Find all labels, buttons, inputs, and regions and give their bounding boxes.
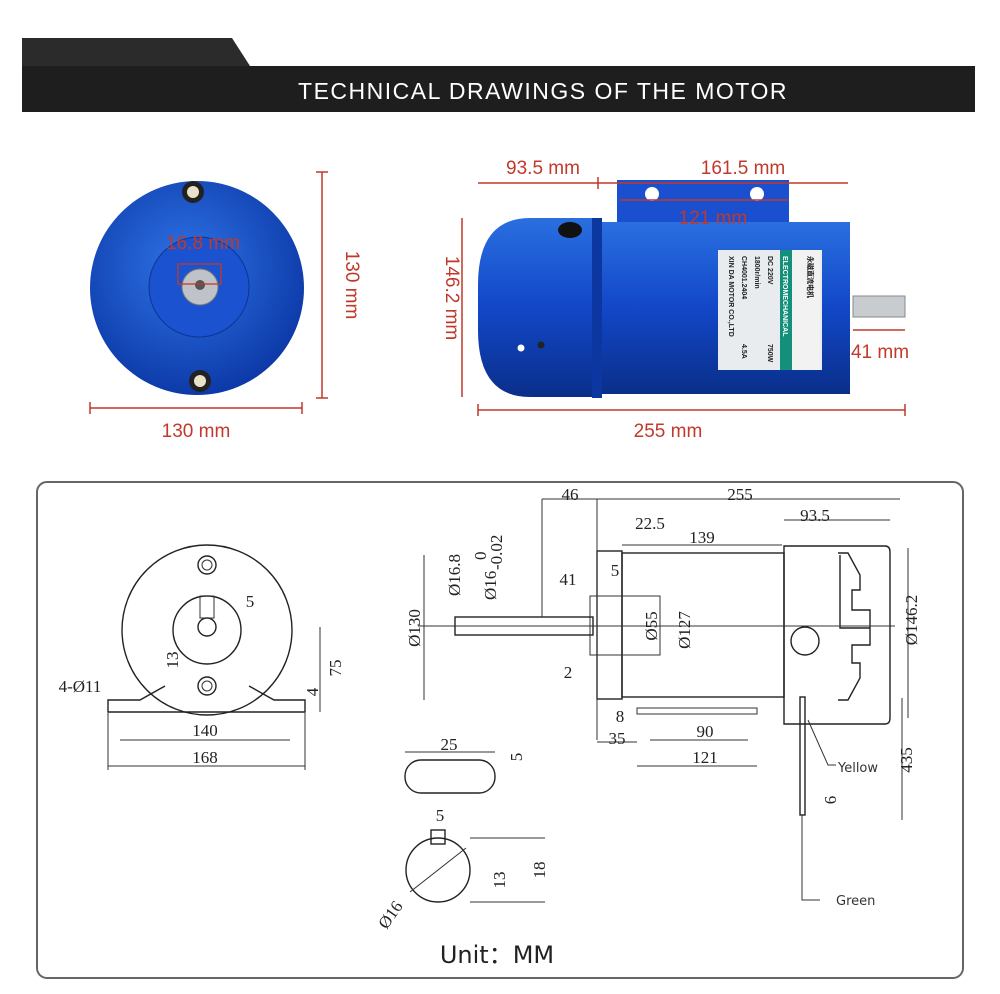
front-holes-dim: 4-Ø11 — [59, 677, 102, 696]
front-w140-dim: 140 — [192, 721, 218, 740]
side-d8-dim: 8 — [616, 707, 625, 726]
side-tol-lower: -0.02 — [487, 535, 506, 570]
header-banner: TECHNICAL DRAWINGS OF THE MOTOR — [22, 38, 975, 112]
shaft-h18-dim: 18 — [530, 862, 549, 879]
side-dia55-dim: Ø55 — [642, 611, 661, 640]
wire-green-label: Green — [836, 894, 875, 909]
motor-front-photo: 16.8 mm 130 mm 130 mm — [89, 171, 362, 442]
side-bracket-dim: 121 mm — [679, 208, 748, 229]
cad-key-view: 25 5 — [404, 735, 526, 794]
side-d6-dim: 6 — [821, 796, 840, 805]
shaft-key-dim: 5 — [436, 806, 445, 825]
cad-front-view: 5 13 75 4 4-Ø11 140 168 — [59, 544, 345, 770]
key-width-dim: 5 — [507, 753, 526, 762]
header-title: TECHNICAL DRAWINGS OF THE MOTOR — [298, 78, 788, 104]
side-dia130-dim: Ø130 — [405, 609, 424, 647]
side-rear-dim: 93.5 mm — [506, 158, 580, 179]
front-key-dim: 5 — [246, 592, 255, 611]
side-d435-dim: 435 — [897, 747, 916, 773]
front-h13-dim: 13 — [163, 652, 182, 669]
front-h75-dim: 75 — [326, 660, 345, 677]
side-d46-dim: 46 — [562, 485, 579, 504]
side-dia16-8-dim: Ø16.8 — [445, 554, 464, 596]
nameplate-subtitle: ELECTROMECHANICAL — [781, 256, 788, 337]
cad-side-view: 46 255 22.5 139 93.5 Ø16.8 Ø16 0 -0.02 4… — [405, 485, 921, 909]
side-tol-upper: 0 — [471, 552, 490, 561]
front-height-dim: 130 mm — [341, 251, 362, 320]
side-dia146-2-dim: Ø146.2 — [902, 595, 921, 646]
nameplate-speed: 1800r/min — [753, 256, 760, 289]
nameplate-model: CH4001.2404 — [740, 256, 747, 299]
side-d41-dim: 41 — [560, 570, 577, 589]
side-d255-dim: 255 — [727, 485, 753, 504]
side-d139-dim: 139 — [689, 528, 715, 547]
cad-shaft-section: 5 13 18 Ø16 — [374, 806, 549, 932]
side-height-dim: 146.2 mm — [441, 256, 462, 340]
side-d90-dim: 90 — [697, 722, 714, 741]
side-d22-5-dim: 22.5 — [635, 514, 665, 533]
side-d93-5-dim: 93.5 — [800, 506, 830, 525]
unit-label: Unit：MM — [440, 941, 554, 969]
side-d121-dim: 121 — [692, 748, 718, 767]
side-d5-dim: 5 — [611, 561, 620, 580]
side-shaft-dim: 41 mm — [851, 342, 909, 363]
side-dia16-dim: Ø16 — [481, 571, 500, 600]
front-width-dim: 130 mm — [162, 421, 231, 442]
wire-yellow-label: Yellow — [837, 761, 878, 776]
nameplate: 永磁直流电机 ELECTROMECHANICAL DC 220V 750W 18… — [718, 250, 822, 370]
side-d2-dim: 2 — [564, 663, 573, 682]
side-d35-dim: 35 — [609, 729, 626, 748]
shaft-h13-dim: 13 — [490, 872, 509, 889]
front-shaft-dim: 16.8 mm — [166, 233, 240, 254]
motor-side-photo: 永磁直流电机 ELECTROMECHANICAL DC 220V 750W 18… — [441, 158, 909, 442]
drawing-frame — [36, 481, 964, 979]
nameplate-power: 750W — [766, 344, 773, 363]
side-front-dim: 161.5 mm — [701, 158, 785, 179]
shaft-dia-dim: Ø16 — [374, 897, 406, 932]
front-h4-dim: 4 — [303, 687, 322, 696]
nameplate-voltage: DC 220V — [766, 256, 773, 285]
nameplate-title: 永磁直流电机 — [806, 255, 815, 298]
side-length-dim: 255 mm — [634, 421, 703, 442]
nameplate-current: 4.5A — [740, 344, 747, 359]
nameplate-maker: XIN DA MOTOR CO.,LTD — [727, 256, 734, 337]
key-len-dim: 25 — [441, 735, 458, 754]
side-dia127-dim: Ø127 — [675, 611, 694, 649]
front-w168-dim: 168 — [192, 748, 218, 767]
